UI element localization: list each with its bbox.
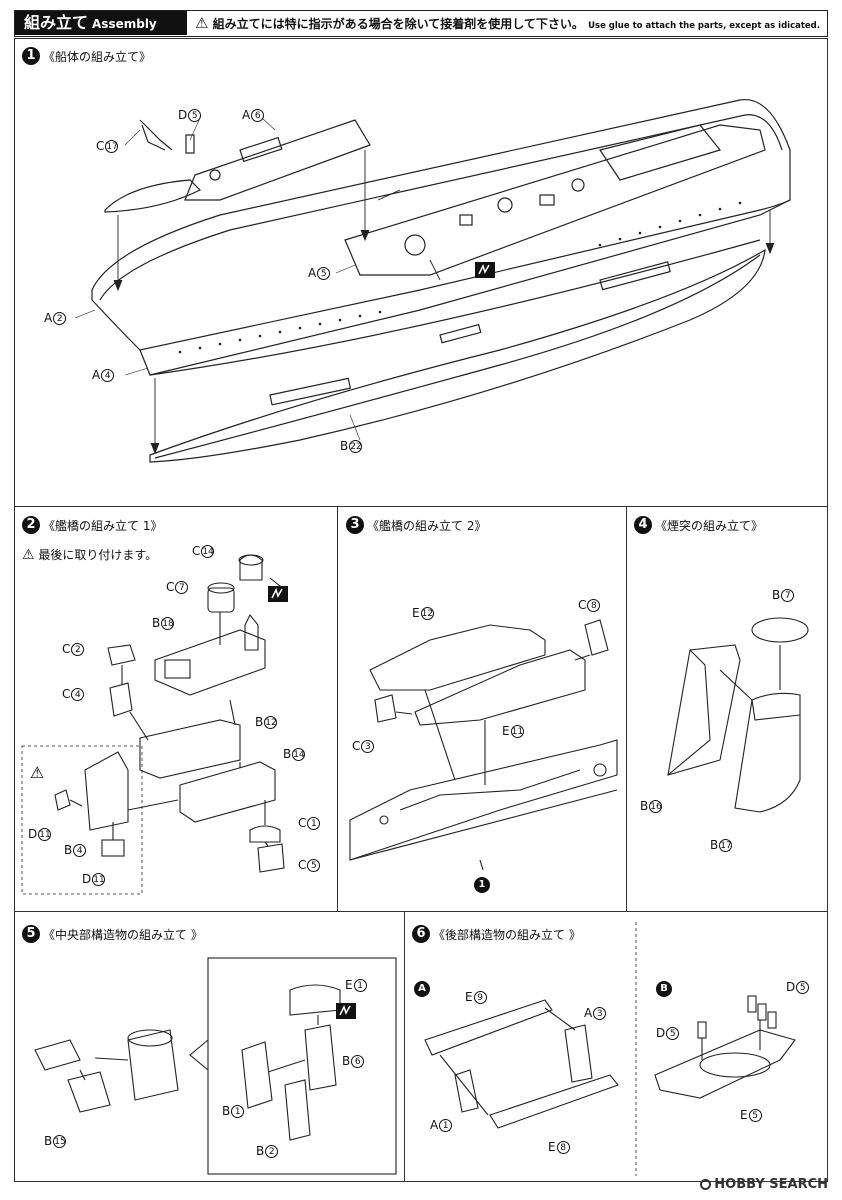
glue-free-icon bbox=[336, 1003, 356, 1019]
step6-title-text: 《後部構造物の組み立て 》 bbox=[433, 927, 581, 942]
glue-free-icon bbox=[475, 262, 495, 278]
header-title-en: Assembly bbox=[92, 17, 157, 31]
glue-free-icon bbox=[268, 586, 288, 602]
step3-title: 3 《艦橋の組み立て 2》 bbox=[346, 516, 486, 534]
step2-title-text: 《艦橋の組み立て 1》 bbox=[43, 518, 163, 533]
step5-title: 5 《中央部構造物の組み立て 》 bbox=[22, 925, 203, 943]
step5-title-text: 《中央部構造物の組み立て 》 bbox=[43, 927, 203, 942]
warning-text-en: Use glue to attach the parts, except as … bbox=[588, 21, 820, 31]
step1-number: 1 bbox=[22, 47, 40, 65]
step2-title: 2 《艦橋の組み立て 1》 bbox=[22, 516, 162, 534]
step3-number: 3 bbox=[346, 516, 364, 534]
hull-bottom-part bbox=[149, 248, 766, 463]
step6-frame bbox=[404, 911, 828, 1182]
step4-number: 4 bbox=[634, 516, 652, 534]
logo-circle-icon bbox=[700, 1179, 712, 1190]
sub-step-a-badge: A bbox=[414, 976, 430, 997]
warning-triangle-icon: ⚠ bbox=[30, 763, 44, 782]
warning-triangle-icon: ⚠ bbox=[22, 547, 35, 563]
step2-note-text: 最後に取り付けます。 bbox=[38, 548, 158, 562]
step2-number: 2 bbox=[22, 516, 40, 534]
bow-part bbox=[104, 179, 202, 213]
step1-title: 1 《船体の組み立て》 bbox=[22, 47, 151, 65]
step4-title: 4 《煙突の組み立て》 bbox=[634, 516, 763, 534]
step5-number: 5 bbox=[22, 925, 40, 943]
ref-step1-badge: 1 bbox=[474, 872, 490, 893]
porthole-row bbox=[178, 201, 742, 354]
header-title-ja: 組み立て bbox=[24, 13, 89, 32]
sub-step-b-badge: B bbox=[656, 976, 672, 997]
step3-title-text: 《艦橋の組み立て 2》 bbox=[367, 518, 487, 533]
step4-title-text: 《煙突の組み立て》 bbox=[655, 518, 764, 533]
part-c17 bbox=[139, 119, 173, 151]
warning-triangle-icon: ⚠ bbox=[195, 14, 209, 32]
warning-text-ja: 組み立てには特に指示がある場合を除いて接着剤を使用して下さい。 bbox=[212, 17, 584, 31]
header-warning: ⚠ 組み立てには特に指示がある場合を除いて接着剤を使用して下さい。 Use gl… bbox=[195, 11, 820, 35]
deck-a5-part bbox=[344, 124, 766, 276]
step2-note: ⚠ 最後に取り付けます。 bbox=[22, 546, 157, 563]
step6-title: 6 《後部構造物の組み立て 》 bbox=[412, 925, 581, 943]
step1-title-text: 《船体の組み立て》 bbox=[43, 49, 152, 64]
bridge-base-part bbox=[154, 629, 266, 696]
watermark: HOBBY SEARCH bbox=[700, 1177, 828, 1192]
part-d5 bbox=[185, 134, 195, 154]
deck-section bbox=[349, 739, 618, 861]
hull-deck-part bbox=[91, 99, 791, 351]
step6-number: 6 bbox=[412, 925, 430, 943]
